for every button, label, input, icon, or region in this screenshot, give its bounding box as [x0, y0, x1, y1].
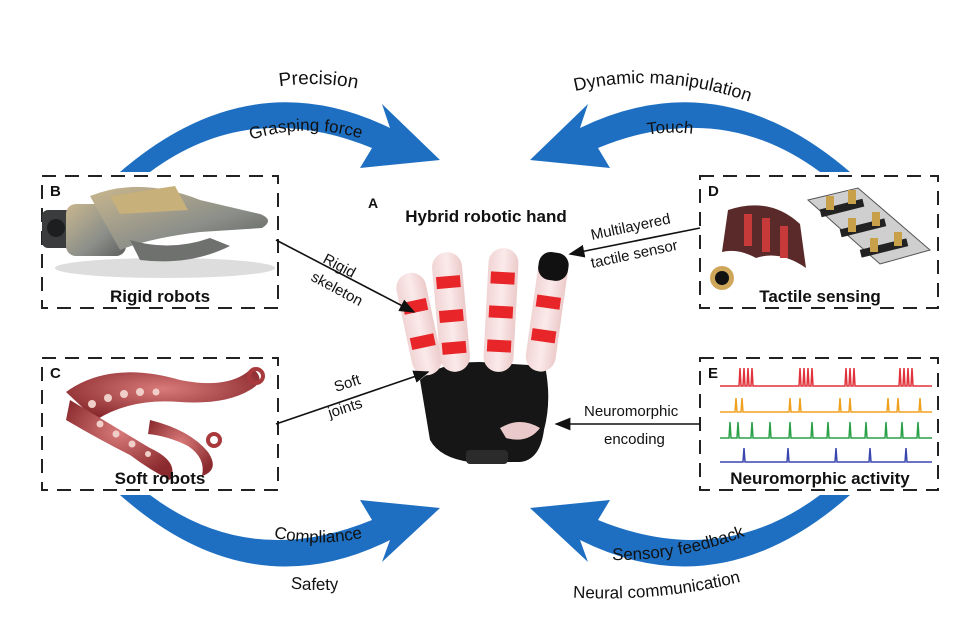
spike-trace-3: [720, 421, 932, 439]
label-soft: Soft: [332, 371, 363, 396]
connector-rigid-skeleton: [275, 239, 416, 313]
arrow-bottom-right: [530, 495, 850, 567]
panel-letter-a: A: [368, 195, 378, 211]
panel-rigid-robots: B Rigid robots: [41, 175, 279, 309]
label-multilayered: Multilayered: [589, 210, 672, 243]
spike-trace-4: [720, 447, 932, 463]
label-touch: Touch: [646, 118, 695, 139]
label-safety: Safety: [290, 574, 339, 594]
caption-soft-robots: Soft robots: [115, 469, 206, 488]
panel-soft-robots: C Soft robots: [41, 357, 279, 491]
panel-neuromorphic-activity: E Neuromorphic activity: [699, 357, 939, 491]
panel-letter-b: B: [50, 183, 61, 200]
finger-index: [525, 252, 569, 372]
panel-letter-d: D: [708, 183, 719, 200]
hybrid-robotic-hand-image: [396, 248, 569, 464]
label-joints: joints: [325, 395, 365, 422]
caption-tactile-sensing: Tactile sensing: [759, 287, 881, 306]
connector-tactile-sensor: [568, 227, 701, 258]
label-precision: Precision: [278, 68, 360, 93]
spike-traces: [720, 367, 932, 463]
arrow-bottom-left: [120, 495, 440, 567]
connector-soft-joints: [275, 370, 430, 425]
label-tactile-sensor: tactile sensor: [589, 237, 679, 272]
caption-neuromorphic-activity: Neuromorphic activity: [730, 469, 910, 488]
finger-ring: [432, 252, 470, 372]
rigid-robot-hand-image: [42, 186, 275, 278]
label-neural-communication: Neural communication: [573, 567, 742, 602]
arrow-top-left: [120, 102, 440, 172]
caption-rigid-robots: Rigid robots: [110, 287, 210, 306]
panel-letter-c: C: [50, 365, 61, 382]
panel-tactile-sensing: D Tactile sensing: [699, 175, 939, 309]
label-neuromorphic: Neuromorphic: [584, 403, 679, 420]
finger-middle: [483, 248, 519, 372]
octopus-tentacles-image: [66, 367, 265, 480]
label-dynamic-manipulation: Dynamic manipulation: [572, 67, 755, 105]
tactile-sensor-image: [710, 187, 932, 290]
label-encoding: encoding: [604, 431, 665, 448]
spike-trace-2: [720, 397, 932, 413]
spike-trace-1: [720, 367, 932, 387]
hybrid-hand-title: Hybrid robotic hand: [405, 207, 567, 226]
label-skeleton: skeleton: [308, 269, 365, 310]
arrow-top-right: [530, 102, 850, 172]
panel-letter-e: E: [708, 365, 718, 382]
label-compliance: Compliance: [273, 523, 364, 546]
